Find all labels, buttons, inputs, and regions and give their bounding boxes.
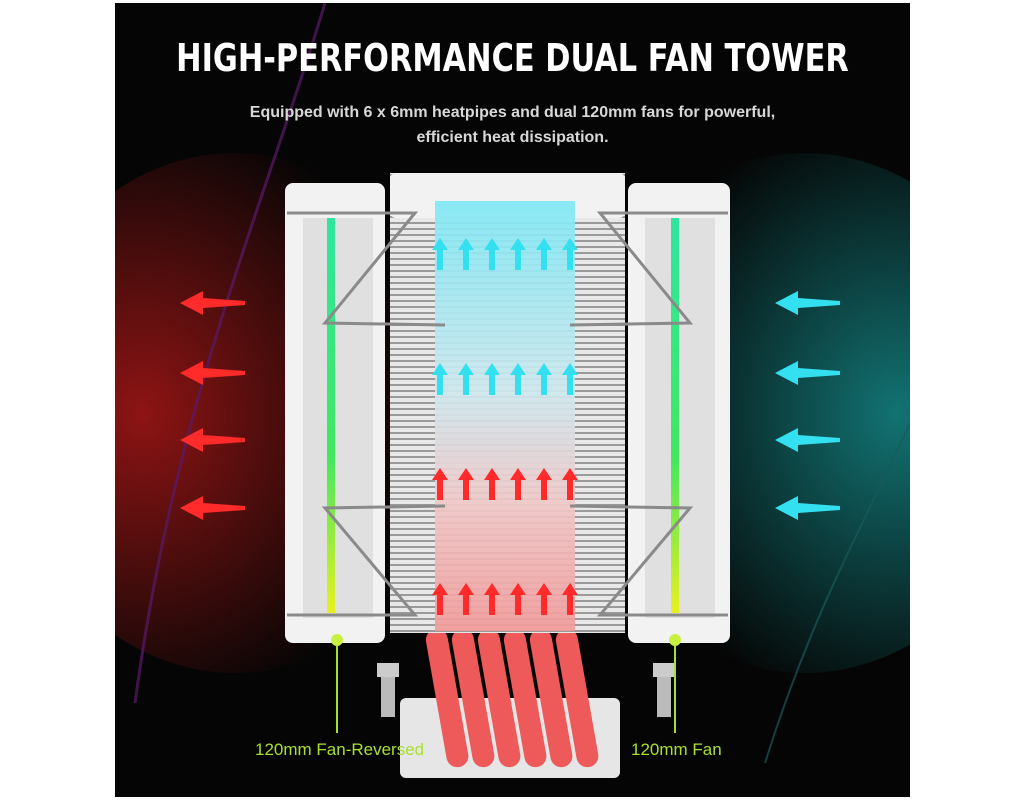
airflow-up-arrow-icon bbox=[458, 468, 474, 500]
airflow-up-arrow-icon bbox=[562, 363, 578, 395]
airflow-up-arrow-icon bbox=[536, 238, 552, 270]
mounting-screw-right bbox=[653, 663, 675, 717]
airflow-up-arrow-icon bbox=[432, 468, 448, 500]
airflow-up-arrow-icon bbox=[484, 468, 500, 500]
airflow-up-arrow-icon bbox=[510, 583, 526, 615]
airflow-up-arrow-icon bbox=[562, 238, 578, 270]
cyan-airflow-glow bbox=[575, 153, 910, 673]
heatsink-core bbox=[435, 201, 575, 631]
right-fan bbox=[628, 183, 730, 646]
airflow-up-arrow-icon bbox=[458, 363, 474, 395]
cool-air-arrow-icon bbox=[775, 496, 840, 520]
airflow-up-arrow-icon bbox=[536, 468, 552, 500]
left-fan bbox=[285, 183, 385, 646]
airflow-up-arrow-icon bbox=[458, 583, 474, 615]
cool-air-arrow-icon bbox=[775, 291, 840, 315]
hot-air-arrow-icon bbox=[180, 291, 245, 315]
airflow-up-arrow-icon bbox=[510, 363, 526, 395]
left-fan-label: 120mm Fan-Reversed bbox=[255, 740, 425, 759]
decorative-swirl bbox=[764, 422, 910, 764]
cool-air-arrow-icon bbox=[775, 361, 840, 385]
hot-air-arrow-icon bbox=[180, 428, 245, 452]
hot-air-arrow-icon bbox=[180, 496, 245, 520]
mounting-screw-left bbox=[377, 663, 399, 717]
hot-air-arrow-icon bbox=[180, 361, 245, 385]
airflow-up-arrow-icon bbox=[562, 468, 578, 500]
cooler-illustration bbox=[115, 3, 910, 778]
product-image-panel: HIGH-PERFORMANCE DUAL FAN TOWER Equipped… bbox=[115, 3, 910, 797]
airflow-up-arrow-icon bbox=[458, 238, 474, 270]
subtitle: Equipped with 6 x 6mm heatpipes and dual… bbox=[249, 104, 776, 146]
airflow-up-arrow-icon bbox=[510, 468, 526, 500]
airflow-up-arrow-icon bbox=[432, 363, 448, 395]
side-airflow-arrows bbox=[180, 291, 840, 520]
airflow-up-arrow-icon bbox=[536, 363, 552, 395]
airflow-up-arrow-icon bbox=[432, 238, 448, 270]
decorative-swirl bbox=[133, 3, 327, 704]
airflow-up-arrow-icon bbox=[562, 583, 578, 615]
airflow-up-arrow-icon bbox=[484, 583, 500, 615]
airflow-up-arrow-icon bbox=[484, 363, 500, 395]
vertical-airflow-arrows bbox=[432, 238, 578, 615]
right-fan-label: 120mm Fan bbox=[631, 740, 722, 759]
heatpipes bbox=[425, 628, 599, 768]
cool-air-arrow-icon bbox=[775, 428, 840, 452]
airflow-up-arrow-icon bbox=[536, 583, 552, 615]
airflow-up-arrow-icon bbox=[510, 238, 526, 270]
airflow-up-arrow-icon bbox=[432, 583, 448, 615]
airflow-up-arrow-icon bbox=[484, 238, 500, 270]
fan-clips bbox=[287, 211, 728, 617]
headline: HIGH-PERFORMANCE DUAL FAN TOWER bbox=[176, 36, 849, 80]
